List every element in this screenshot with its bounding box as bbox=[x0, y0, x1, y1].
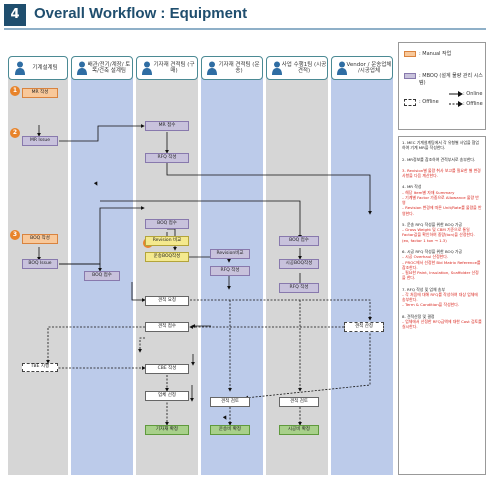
person-icon bbox=[142, 61, 152, 75]
transport-boq-box[interactable]: 운송BOQ작성 bbox=[145, 252, 189, 262]
lane-header-piping: 배관/전기/계장/ 토목/건축 설계팀 bbox=[71, 56, 133, 80]
note-head: 6. 시공 RFQ 작성을 위한 BOQ 가공 bbox=[402, 248, 463, 254]
note-sub: – 해당 Item별 자재 Summary bbox=[402, 189, 455, 195]
note-3: 3. Revision별 물량 취사 보고를 필요한 별 변경사항을 다음 계산… bbox=[402, 168, 482, 179]
transport-review-box[interactable]: 견적 검토 bbox=[210, 397, 250, 407]
note-sub: – Term & Condition을 작성한다. bbox=[402, 302, 460, 308]
cbe-write-box[interactable]: CBE 작성 bbox=[145, 364, 189, 374]
note-8: 8. 견적산정 및 결정 – 업체에서 산정한 RFQ금액에 대한 Cost 검… bbox=[402, 314, 482, 330]
note-sub: – 기계별 Factor 가중으로 Allowance 물량 반영 bbox=[402, 194, 479, 206]
note-head: 1. MEC 기계설계팀에서 각 유형별 사업을 협업하여 기계 MR을 작성한… bbox=[402, 140, 479, 151]
step-marker-2: 2 bbox=[10, 128, 20, 138]
quote-request-box[interactable]: 견적 요청 bbox=[145, 296, 189, 306]
person-icon bbox=[15, 61, 25, 75]
note-4: 4. MR 작성 – 해당 Item별 자재 Summary – 기계별 Fac… bbox=[402, 184, 482, 216]
lane-label: 기자재 견적팀 (운송) bbox=[218, 61, 260, 74]
note-sub: – 필요한 Paint, Insulation, Scaffolder 산정을 … bbox=[402, 270, 479, 281]
note-sub: – 시공 Overhaul 산정한다. bbox=[402, 254, 449, 260]
legend-manual-label: : Manual 작업 bbox=[419, 51, 452, 57]
note-sub: – 업체에서 산정한 RFQ금액에 대한 Cost 검토를 실시한다. bbox=[402, 318, 482, 330]
note-6: 6. 시공 RFQ 작성을 위한 BOQ 가공 – 시공 Overhaul 산정… bbox=[402, 249, 482, 281]
revision-compare-box[interactable]: Revision 비교 bbox=[145, 236, 189, 246]
note-head: 3. Revision별 물량 취사 보고를 필요한 별 변경사항을 다음 계산… bbox=[402, 167, 481, 179]
mr-receive-box[interactable]: MR 접수 bbox=[145, 121, 189, 131]
note-head: 2. MR정보를 참조하여 견적부서로 송부한다. bbox=[402, 156, 476, 162]
page-title: Overall Workflow : Equipment bbox=[34, 5, 248, 22]
rfq-write-construction-box[interactable]: RFQ 작성 bbox=[279, 283, 319, 293]
rfq-write-purchase-box[interactable]: RFQ 작성 bbox=[145, 153, 189, 163]
lane-header-construction: 사업 수행1팀 (시공 견적) bbox=[266, 56, 328, 80]
note-sub: – Revision 변경에 따른 Unit/Rate를 물량을 반영한다. bbox=[402, 205, 482, 216]
legend-offline-arrow-label: : Offline bbox=[463, 101, 483, 107]
person-icon bbox=[272, 61, 282, 75]
final-purchase-box[interactable]: 기자재 확정 bbox=[145, 425, 189, 435]
person-icon bbox=[77, 61, 87, 75]
final-construction-box[interactable]: 시공비 확정 bbox=[279, 425, 319, 435]
section-number: 4 bbox=[4, 4, 26, 26]
rfq-write-transport-box[interactable]: RFQ 작성 bbox=[210, 266, 250, 276]
mr-write-box[interactable]: MR 작성 bbox=[22, 88, 58, 98]
mr-issue-box[interactable]: MR Issue bbox=[22, 136, 58, 146]
lane-header-mechanical: 기계설계팀 bbox=[8, 56, 68, 80]
notes-panel: 1. MEC 기계설계팀에서 각 유형별 사업을 협업하여 기계 MR을 작성한… bbox=[398, 136, 486, 475]
legend-mboq-swatch bbox=[404, 73, 416, 79]
step-marker-3: 3 bbox=[10, 230, 20, 240]
lane-label: 기계설계팀 bbox=[32, 64, 58, 71]
legend-offline-swatch bbox=[404, 99, 416, 106]
legend-manual-swatch bbox=[404, 51, 416, 57]
lane-header-vendor: Vendor / 운송업체 /시공업체 bbox=[331, 56, 393, 80]
legend-panel: : Manual 작업 : MBOQ (설계 물량 관리 시스템) : Offl… bbox=[398, 42, 486, 130]
boq-receive-purchase-box[interactable]: BOQ 접수 bbox=[145, 219, 189, 229]
online-arrow-icon bbox=[449, 91, 463, 97]
note-1: 1. MEC 기계설계팀에서 각 유형별 사업을 협업하여 기계 MR을 작성한… bbox=[402, 140, 482, 151]
vendor-select-box[interactable]: 업체 선정 bbox=[145, 391, 189, 401]
note-sub: – 각 처음에 대해 RFQ를 작성하여 대상 업체에 송부한다. bbox=[402, 291, 478, 303]
note-5: 5. 운송 RFQ 작성을 위한 BOQ 가공 – Gross Weight 및… bbox=[402, 222, 482, 243]
lane-label: Vendor / 운송업체 /시공업체 bbox=[346, 61, 392, 74]
revision-compare-2-box[interactable]: Revision비교 bbox=[210, 249, 250, 259]
person-icon bbox=[337, 61, 347, 75]
tbe-box[interactable]: TBE 시행 bbox=[22, 363, 58, 372]
offline-arrow-icon bbox=[449, 101, 463, 107]
note-sub: – PROC에서 선정한 Bid Matrix Reference를 참조한다. bbox=[402, 259, 481, 270]
legend-offline-box-label: : Offline bbox=[419, 99, 439, 105]
lane-header-purchase: 기자재 견적팀 (구매) bbox=[136, 56, 198, 80]
note-head: 8. 견적산정 및 결정 bbox=[402, 313, 435, 319]
note-7: 7. RFQ 작성 및 업체 송부 – 각 처음에 대해 RFQ를 작성하여 대… bbox=[402, 287, 482, 308]
legend-online-label: : Online bbox=[463, 91, 483, 97]
final-transport-box[interactable]: 운송비 확정 bbox=[210, 425, 250, 435]
note-head: 5. 운송 RFQ 작성을 위한 BOQ 가공 bbox=[402, 221, 463, 227]
quote-receive-box[interactable]: 견적 접수 bbox=[145, 322, 189, 332]
boq-issue-box[interactable]: BOQ Issue bbox=[22, 259, 58, 269]
construction-review-box[interactable]: 견적 검토 bbox=[279, 397, 319, 407]
boq-receive-construction-box[interactable]: BOQ 접수 bbox=[279, 236, 319, 246]
note-2: 2. MR정보를 참조하여 견적부서로 송부한다. bbox=[402, 157, 482, 162]
note-sub: – Gross Weight 및 CBM 기준으로 통일 Factor값을 확인… bbox=[402, 227, 475, 243]
title-divider bbox=[4, 28, 486, 30]
quote-submit-box[interactable]: 견적 산정 bbox=[344, 322, 384, 332]
lane-header-transport: 기자재 견적팀 (운송) bbox=[201, 56, 263, 80]
step-marker-1: 1 bbox=[10, 86, 20, 96]
note-head: 4. MR 작성 bbox=[402, 184, 422, 190]
boq-write-box[interactable]: BOQ 작성 bbox=[22, 234, 58, 244]
note-head: 7. RFQ 작성 및 업체 송부 bbox=[402, 286, 445, 292]
lane-label: 기자재 견적팀 (구매) bbox=[153, 61, 195, 74]
lane-construction bbox=[266, 68, 328, 475]
lane-label: 배관/전기/계장/ 토목/건축 설계팀 bbox=[87, 61, 131, 74]
lane-label: 사업 수행1팀 (시공 견적) bbox=[281, 61, 327, 74]
construction-boq-box[interactable]: 시공BOQ작성 bbox=[279, 259, 319, 269]
lane-vendor bbox=[331, 68, 393, 475]
legend-mboq-label: : MBOQ (설계 물량 관리 시스템) bbox=[419, 73, 483, 86]
person-icon bbox=[207, 61, 217, 75]
boq-receive-design-box[interactable]: BOQ 접수 bbox=[84, 271, 120, 281]
